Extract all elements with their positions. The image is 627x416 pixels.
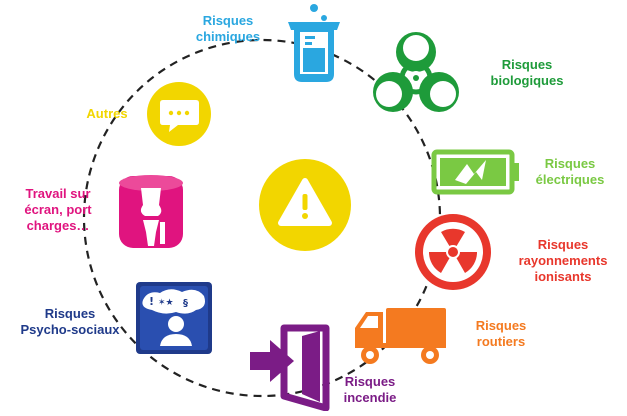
label-line: Risques xyxy=(344,374,396,389)
radiation-icon xyxy=(415,214,491,290)
label-line: ionisants xyxy=(534,269,592,284)
label-incendie: Risques incendie xyxy=(330,374,410,406)
speech-bubble-icon xyxy=(147,82,211,146)
label-line: Travail sur xyxy=(25,186,91,201)
knee-joint-icon xyxy=(119,175,183,248)
label-line: Risques xyxy=(501,57,553,72)
label-line: Risques xyxy=(537,237,589,252)
label-travail: Travail sur écran, port charges… xyxy=(6,186,110,234)
label-line: rayonnements xyxy=(518,253,608,268)
label-line: Risques xyxy=(44,306,96,321)
label-line: électriques xyxy=(535,172,605,187)
label-line: Risques xyxy=(202,13,254,28)
label-autres: Autres xyxy=(72,106,142,122)
svg-text:§: § xyxy=(183,298,188,309)
truck-icon xyxy=(355,308,446,364)
label-line: biologiques xyxy=(490,73,564,88)
label-rayonnements: Risques rayonnements ionisants xyxy=(505,237,621,285)
label-line: Psycho-sociaux xyxy=(20,322,120,337)
label-line: charges… xyxy=(26,218,90,233)
label-electriques: Risques électriques xyxy=(520,156,620,188)
svg-text:!: ! xyxy=(149,295,154,308)
stress-head-icon: ! ✶★ § xyxy=(136,282,212,354)
label-line: Risques xyxy=(544,156,596,171)
label-line: chimiques xyxy=(195,29,261,44)
beaker-icon xyxy=(288,4,340,82)
biohazard-icon xyxy=(373,32,459,112)
label-psychosociaux: Risques Psycho-sociaux xyxy=(12,306,128,338)
label-line: routiers xyxy=(476,334,526,349)
label-biologiques: Risques biologiques xyxy=(472,57,582,89)
label-line: incendie xyxy=(343,390,397,405)
label-line: écran, port xyxy=(24,202,92,217)
label-routiers: Risques routiers xyxy=(456,318,546,350)
label-line: Risques xyxy=(475,318,527,333)
label-line: Autres xyxy=(86,106,128,121)
exit-door-icon xyxy=(250,324,330,412)
warning-icon xyxy=(259,159,351,251)
svg-text:✶★: ✶★ xyxy=(158,298,174,308)
label-chimiques: Risques chimiques xyxy=(184,13,272,45)
battery-icon xyxy=(431,149,519,195)
